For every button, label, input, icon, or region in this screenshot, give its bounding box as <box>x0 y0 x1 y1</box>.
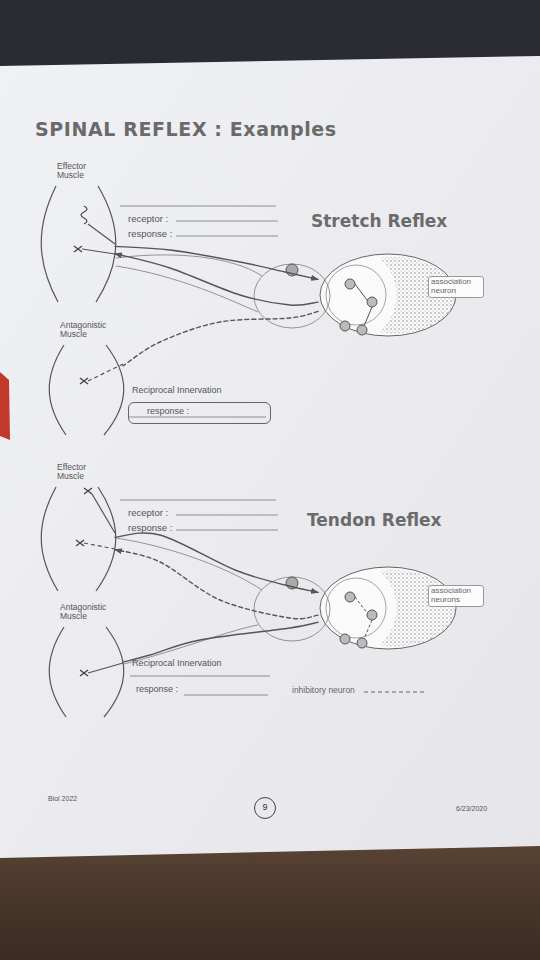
motor-end-plate <box>80 670 88 676</box>
ganglion-cell-body <box>286 264 298 276</box>
motor-cell-body <box>357 325 367 335</box>
section-heading: Stretch Reflex <box>311 212 447 231</box>
neuron-path <box>123 622 318 662</box>
synapse-line <box>355 597 372 639</box>
cord-outline <box>320 567 456 649</box>
nerve-sheath <box>116 266 258 312</box>
muscle-outline <box>48 345 123 435</box>
blank-line <box>120 500 276 501</box>
golgi-tendon-organ <box>84 488 92 494</box>
gray-matter <box>380 570 456 646</box>
fill-in-label: response : <box>128 523 172 533</box>
muscle-shape: Antagonistic Muscle <box>48 345 123 435</box>
page-number-circle: 9 <box>254 797 276 819</box>
motor-cell-body <box>340 321 350 331</box>
fill-in-label: response : <box>128 229 172 239</box>
node-label: Antagonistic Muscle <box>60 603 124 622</box>
nerve-sheath <box>116 538 262 590</box>
cell-body <box>345 279 355 289</box>
nerve-sheath <box>116 255 262 276</box>
nerve-ending <box>88 364 123 381</box>
inhibited-neuron-path <box>115 550 318 619</box>
section-heading: Tendon Reflex <box>307 511 442 530</box>
muscle-shape: Antagonistic Muscle <box>48 627 123 717</box>
neuron-path <box>115 533 318 592</box>
muscle-edge <box>41 186 58 302</box>
blank-line <box>130 676 270 677</box>
fill-in-label: receptor : <box>128 508 168 518</box>
association-cell-body <box>367 610 377 620</box>
ganglion-cell-body <box>286 577 298 589</box>
association-cell-body <box>367 297 377 307</box>
muscle-edge <box>41 487 58 591</box>
legend-text: inhibitory neuron <box>292 686 355 695</box>
title: SPINAL REFLEX : Examples <box>35 119 337 140</box>
node-label: association neuron <box>428 276 484 298</box>
nerve-ending <box>82 249 115 254</box>
motor-end-plate <box>74 246 82 252</box>
root-loop <box>254 264 330 328</box>
fill-in-label: receptor : <box>128 214 168 224</box>
muscle-shape: Effector Muscle <box>40 487 115 591</box>
white-matter <box>326 265 386 325</box>
blank-line <box>176 236 278 237</box>
muscle-edge <box>49 627 66 717</box>
motor-end-plate <box>76 540 84 546</box>
muscle-edge <box>104 345 124 435</box>
blank-line <box>176 221 278 222</box>
blank-line <box>120 206 276 207</box>
motor-cell-body <box>357 638 367 648</box>
inhibited-neuron-path <box>123 311 318 365</box>
nerve-ending <box>88 224 115 244</box>
muscle-outline <box>48 627 123 717</box>
muscle-edge <box>96 186 116 302</box>
blank-line <box>176 530 278 531</box>
fill-in-label: response : <box>136 685 178 695</box>
nerve-ending <box>92 494 115 533</box>
nerve-sheath <box>124 625 258 664</box>
node-label: Antagonistic Muscle <box>60 321 124 340</box>
white-matter <box>326 578 386 638</box>
blank-line <box>128 417 266 418</box>
muscle-edge <box>104 627 124 717</box>
motor-end-plate <box>80 378 88 384</box>
node-label: Effector Muscle <box>57 463 107 482</box>
muscle-edge <box>96 487 116 591</box>
muscle-outline <box>40 487 115 591</box>
root-loop <box>254 577 330 641</box>
muscle-shape: Effector Muscle <box>40 186 115 302</box>
synapse-line <box>355 284 372 326</box>
nerve-ending <box>84 543 115 549</box>
blank-line <box>176 515 278 516</box>
spinal-cord-section: association neurons <box>318 565 458 651</box>
muscle-outline <box>40 186 115 302</box>
footer-date: 6/23/2020 <box>456 805 487 813</box>
footer-text: Biol 2022 <box>48 795 77 803</box>
node-label: Effector Muscle <box>57 162 107 181</box>
page-number: 9 <box>262 803 267 813</box>
neuron-path <box>115 254 318 306</box>
neuron-path <box>115 246 318 279</box>
motor-cell-body <box>340 634 350 644</box>
red-object <box>0 372 10 440</box>
nerve-ending <box>88 663 123 673</box>
paper-sheet <box>0 56 540 858</box>
sub-heading: Reciprocal Innervation <box>132 386 222 396</box>
blank-line <box>184 695 268 696</box>
muscle-spindle <box>81 206 87 224</box>
node-label: response : <box>147 407 189 417</box>
cell-body <box>345 592 355 602</box>
spinal-cord-section: association neuron <box>318 252 458 338</box>
sub-heading: Reciprocal Innervation <box>132 659 222 669</box>
answer-box: response : <box>128 402 271 424</box>
node-label: association neurons <box>428 585 484 607</box>
spinal-cord <box>318 565 458 651</box>
muscle-edge <box>49 345 66 435</box>
legend-dash-sample <box>364 692 424 693</box>
